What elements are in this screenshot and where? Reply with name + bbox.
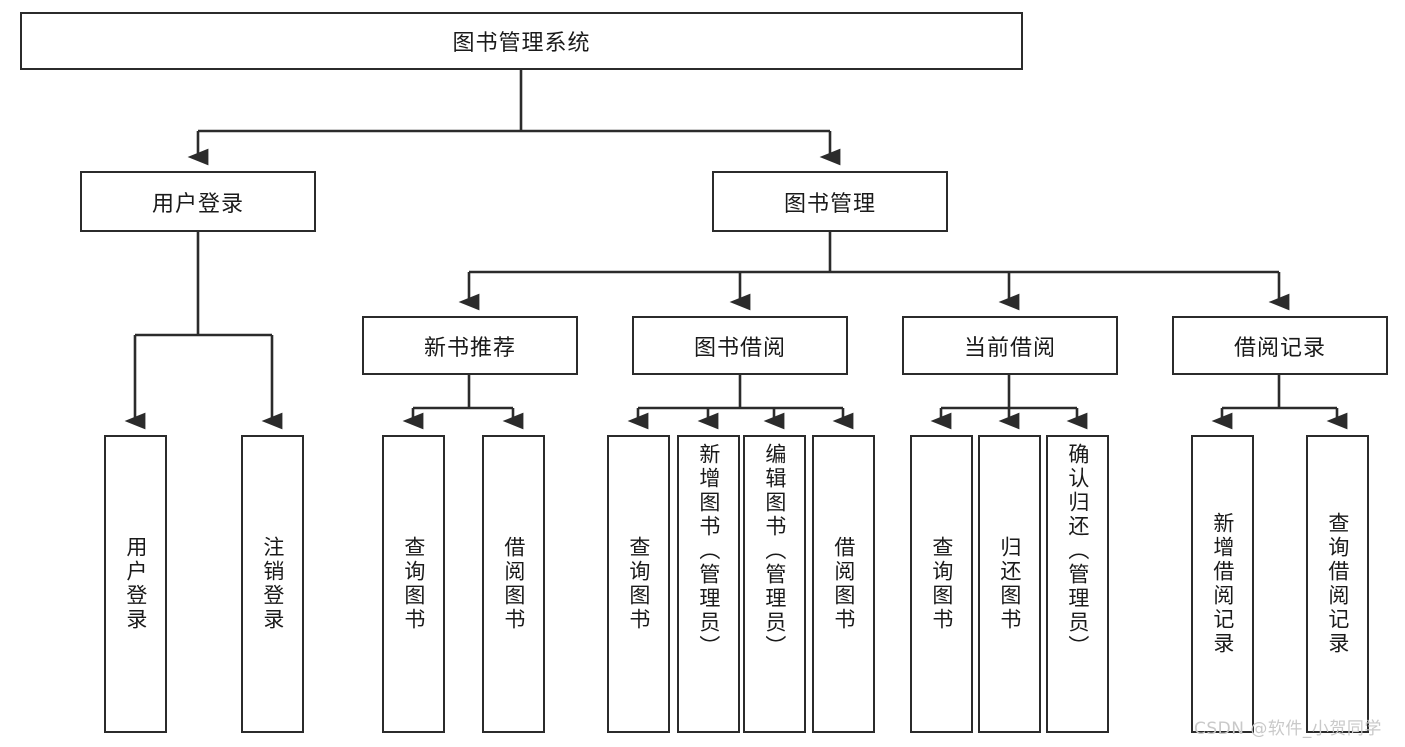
node-leaf-confirm-return[interactable]: 确认归还（管理员） — [1046, 435, 1109, 733]
node-user-login[interactable]: 用户登录 — [80, 171, 316, 232]
node-leaf-add-borrow-record[interactable]: 新增借阅记录 — [1191, 435, 1254, 733]
node-leaf-edit-book[interactable]: 编辑图书（管理员） — [743, 435, 806, 733]
node-borrow-record[interactable]: 借阅记录 — [1172, 316, 1388, 375]
node-leaf-borrow-book-recommend[interactable]: 借阅图书 — [482, 435, 545, 733]
node-leaf-query-book-current-label: 查询图书 — [929, 536, 954, 632]
node-leaf-query-book-current[interactable]: 查询图书 — [910, 435, 973, 733]
node-root-label: 图书管理系统 — [452, 31, 591, 56]
node-leaf-query-borrow-record-label: 查询借阅记录 — [1325, 512, 1350, 656]
node-new-book-recommend-label: 新书推荐 — [423, 335, 516, 361]
node-book-manage[interactable]: 图书管理 — [712, 171, 948, 232]
node-leaf-return-book[interactable]: 归还图书 — [978, 435, 1041, 733]
node-leaf-borrow-book-label: 借阅图书 — [831, 536, 856, 632]
node-leaf-return-book-label: 归还图书 — [997, 536, 1022, 632]
node-book-borrow-label: 图书借阅 — [693, 335, 786, 361]
node-leaf-query-book-recommend-label: 查询图书 — [401, 536, 426, 632]
node-leaf-add-borrow-record-label: 新增借阅记录 — [1210, 512, 1235, 656]
node-borrow-record-label: 借阅记录 — [1233, 335, 1326, 361]
node-book-borrow[interactable]: 图书借阅 — [632, 316, 848, 375]
node-leaf-confirm-return-label: 确认归还（管理员） — [1065, 443, 1090, 659]
node-leaf-query-book[interactable]: 查询图书 — [607, 435, 670, 733]
node-leaf-logout[interactable]: 注销登录 — [241, 435, 304, 733]
node-leaf-query-book-recommend[interactable]: 查询图书 — [382, 435, 445, 733]
node-leaf-user-login[interactable]: 用户登录 — [104, 435, 167, 733]
node-leaf-user-login-label: 用户登录 — [123, 536, 148, 632]
node-leaf-borrow-book-recommend-label: 借阅图书 — [501, 536, 526, 632]
node-leaf-borrow-book[interactable]: 借阅图书 — [812, 435, 875, 733]
node-leaf-logout-label: 注销登录 — [260, 536, 285, 632]
node-leaf-add-book[interactable]: 新增图书（管理员） — [677, 435, 740, 733]
node-leaf-edit-book-label: 编辑图书（管理员） — [762, 443, 787, 659]
node-current-borrow-label: 当前借阅 — [963, 335, 1056, 361]
node-book-manage-label: 图书管理 — [783, 191, 876, 217]
node-current-borrow[interactable]: 当前借阅 — [902, 316, 1118, 375]
node-root[interactable]: 图书管理系统 — [20, 12, 1023, 70]
node-new-book-recommend[interactable]: 新书推荐 — [362, 316, 578, 375]
node-leaf-query-borrow-record[interactable]: 查询借阅记录 — [1306, 435, 1369, 733]
node-leaf-add-book-label: 新增图书（管理员） — [696, 443, 721, 659]
node-user-login-label: 用户登录 — [151, 191, 244, 217]
node-leaf-query-book-label: 查询图书 — [626, 536, 651, 632]
